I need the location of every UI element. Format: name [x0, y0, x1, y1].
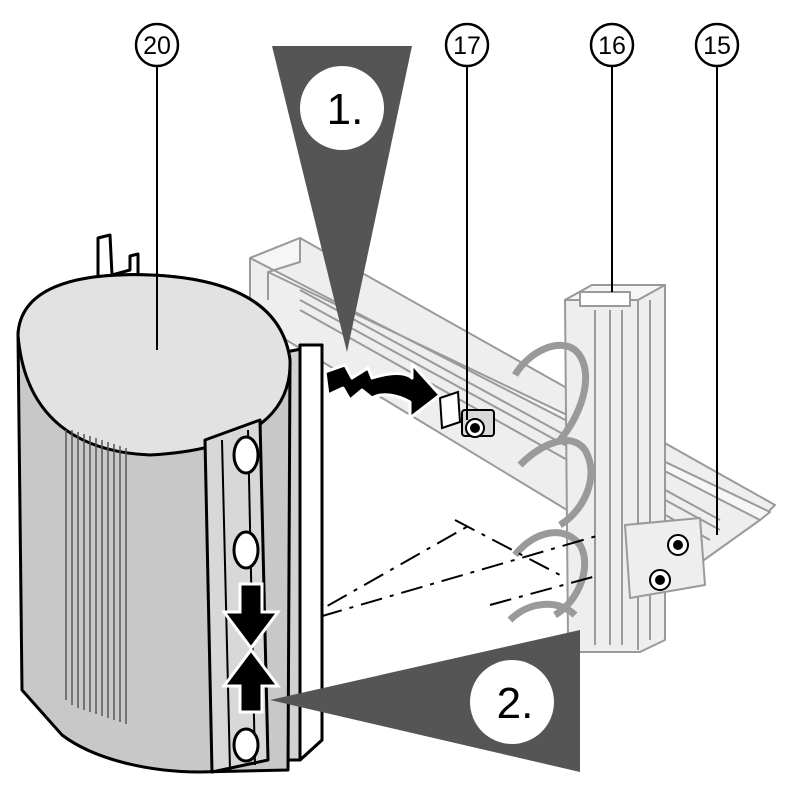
channel-holes — [232, 435, 260, 763]
callout-15: 15 — [694, 22, 740, 68]
connector-clip — [438, 390, 495, 438]
callout-16: 16 — [589, 22, 635, 68]
motion-arrow-icon — [323, 362, 442, 420]
cable-loop-2 — [517, 437, 595, 528]
housing-cover — [16, 233, 324, 774]
step-2-label: 2. — [497, 679, 534, 728]
bracket-bolts — [649, 534, 689, 591]
cable-loop-3 — [512, 529, 589, 618]
callout-20: 20 — [134, 22, 180, 68]
leader-lines — [156, 67, 718, 535]
step-2-marker: 2. — [270, 630, 580, 772]
callout-17: 17 — [444, 22, 490, 68]
step-2-badge — [470, 660, 554, 744]
pinch-arrows — [221, 582, 281, 714]
vent-ribs — [65, 430, 127, 724]
callout-17-label: 17 — [453, 32, 481, 60]
callout-20-label: 20 — [143, 32, 171, 60]
arrow-up-icon — [221, 647, 281, 714]
callout-16-label: 16 — [598, 32, 626, 60]
step-1-badge — [300, 66, 384, 150]
cable-loop-4 — [507, 600, 578, 623]
step-1-marker: 1. — [272, 46, 412, 352]
cable-loop-1 — [511, 341, 590, 443]
step-1-label: 1. — [327, 85, 364, 134]
callout-15-label: 15 — [703, 32, 731, 60]
arrow-down-icon — [221, 582, 281, 651]
mounting-frame — [249, 237, 776, 653]
housing-top — [16, 273, 292, 457]
